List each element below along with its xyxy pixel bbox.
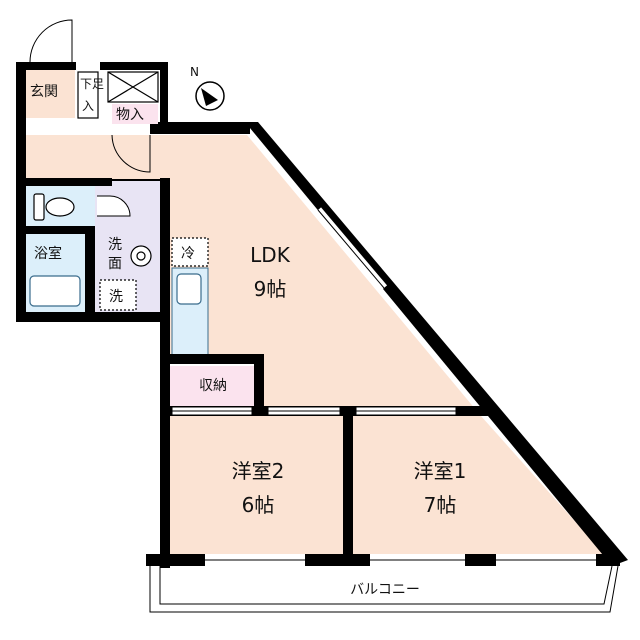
bathtub-icon — [29, 275, 81, 307]
shoe-box-label-2: 入 — [82, 99, 94, 113]
washroom-label-1: 洗 — [108, 237, 122, 253]
toilet-icon — [33, 193, 45, 221]
storage-label: 収納 — [199, 378, 227, 394]
western1-size: 7帖 — [424, 493, 457, 517]
sink-icon — [130, 245, 152, 267]
closet-label-bg — [112, 104, 158, 124]
entrance-floor — [25, 70, 75, 118]
storage-floor — [170, 366, 256, 410]
ldk-floor — [25, 135, 476, 410]
entrance-label: 玄関 — [30, 83, 58, 100]
shoe-box — [77, 71, 99, 119]
doors — [29, 19, 151, 217]
washer-box — [99, 279, 137, 311]
balcony-label: バルコニー — [350, 582, 420, 598]
fridge-label: 冷 — [181, 246, 195, 262]
toilet-bowl-icon — [45, 197, 75, 217]
western1-floor — [353, 416, 604, 554]
washroom-label-2: 面 — [108, 256, 122, 272]
stove-icon — [176, 273, 202, 305]
washer-label: 洗 — [109, 289, 123, 305]
windows — [205, 207, 596, 566]
western2-floor — [170, 416, 345, 554]
compass-label: N — [190, 65, 199, 79]
western2-name: 洋室2 — [232, 459, 285, 483]
ldk-size: 9帖 — [254, 277, 287, 301]
ldk-name: LDK — [250, 243, 291, 267]
bathroom-label: 浴室 — [34, 245, 62, 262]
western1-name: 洋室1 — [414, 459, 467, 483]
western2-size: 6帖 — [242, 493, 275, 517]
north-arrow-icon: N — [190, 65, 225, 111]
shoe-box-label-1: 下足 — [80, 77, 104, 91]
closet-label: 物入 — [116, 107, 144, 123]
sliding-doors — [171, 406, 457, 416]
fixtures — [29, 71, 209, 311]
fridge-box — [171, 237, 209, 267]
labels: LDK 9帖 洋室2 6帖 洋室1 7帖 玄関 下足 入 物入 浴室 洗 面 洗… — [30, 77, 466, 598]
balcony — [149, 565, 619, 613]
